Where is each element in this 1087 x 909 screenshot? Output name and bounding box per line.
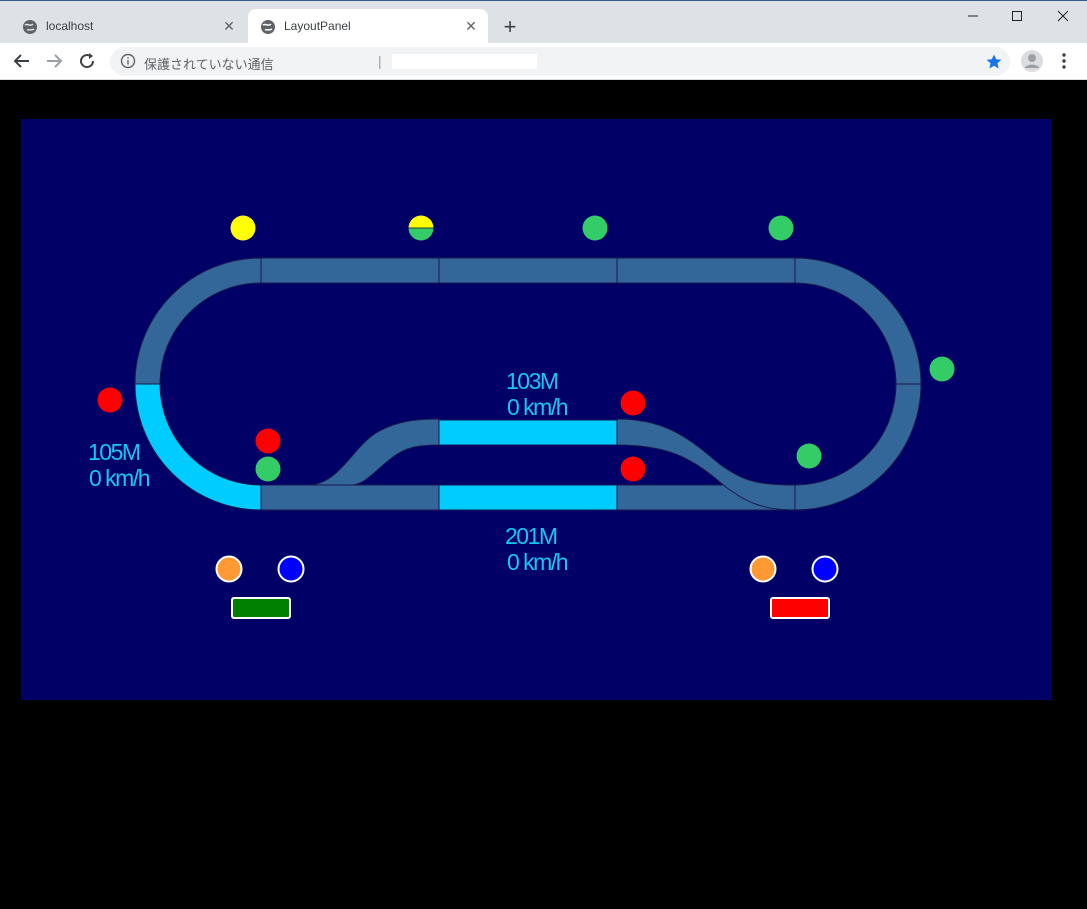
reload-icon (80, 53, 95, 69)
block-name: 103M (506, 368, 559, 394)
kebab-menu-icon (1062, 53, 1066, 69)
track-block-201m[interactable] (438, 484, 618, 511)
globe-icon (23, 20, 37, 34)
close-tab-icon[interactable]: ✕ (223, 17, 235, 34)
close-tab-icon[interactable]: ✕ (465, 17, 477, 34)
orange-button-1[interactable] (215, 555, 243, 583)
kebab-menu-button[interactable] (1054, 49, 1074, 73)
block-name: 105M (88, 439, 141, 465)
signal-inner-right-1[interactable] (620, 390, 646, 416)
reload-button[interactable] (75, 49, 99, 73)
tab-layoutpanel[interactable]: LayoutPanel ✕ (248, 9, 488, 44)
signal-right[interactable] (929, 356, 955, 382)
block-103m-label: 103M 0 km/h (506, 368, 569, 420)
controller-1-indicator[interactable] (231, 597, 291, 619)
signal-left[interactable] (97, 387, 123, 413)
forward-button[interactable] (42, 49, 66, 73)
signal-inner-right-3[interactable] (796, 443, 822, 469)
blue-button-2[interactable] (811, 555, 839, 583)
controller-2-indicator[interactable] (770, 597, 830, 619)
signal-top-2[interactable] (408, 215, 434, 241)
back-button[interactable] (10, 49, 34, 73)
track-block-105m[interactable] (134, 383, 262, 511)
blue-button-1[interactable] (277, 555, 305, 583)
track-segment-top-3[interactable] (616, 257, 796, 284)
signal-inner-right-2[interactable] (620, 456, 646, 482)
url-separator: | (378, 53, 382, 69)
block-name: 201M (505, 523, 558, 549)
block-speed: 0 km/h (89, 465, 151, 491)
arrow-left-icon (13, 54, 29, 68)
track-curve-top-right[interactable] (794, 257, 922, 385)
minimize-button[interactable] (950, 5, 996, 27)
block-speed: 0 km/h (507, 549, 569, 575)
track-block-103m[interactable] (438, 419, 618, 446)
signal-top-3[interactable] (582, 215, 608, 241)
profile-icon[interactable] (1020, 49, 1044, 73)
maximize-icon (1012, 11, 1022, 21)
block-105m-label: 105M 0 km/h (88, 439, 151, 491)
close-icon (1057, 10, 1069, 22)
tab-localhost[interactable]: localhost ✕ (10, 9, 246, 44)
new-tab-button[interactable]: + (503, 14, 517, 39)
track-segment-bottom-1[interactable] (260, 484, 440, 511)
browser-toolbar: 保護されていない通信 | (0, 43, 1087, 80)
maximize-button[interactable] (994, 5, 1040, 27)
info-icon[interactable] (120, 53, 136, 69)
signal-inner-left-1[interactable] (255, 428, 281, 454)
track-segment-top-1[interactable] (260, 257, 440, 284)
minimize-icon (968, 15, 978, 17)
globe-icon (261, 20, 275, 34)
close-window-button[interactable] (1040, 5, 1086, 27)
block-201m-label: 201M 0 km/h (505, 523, 569, 575)
track-curve-top-left[interactable] (134, 257, 262, 385)
page-viewport: 103M 0 km/h 105M 0 km/h 201M 0 km/h (0, 80, 1087, 909)
signal-top-4[interactable] (768, 215, 794, 241)
url-field[interactable] (392, 54, 537, 69)
arrow-right-icon (47, 54, 63, 68)
signal-inner-left-2[interactable] (255, 456, 281, 482)
layout-panel: 103M 0 km/h 105M 0 km/h 201M 0 km/h (21, 119, 1052, 700)
orange-button-2[interactable] (749, 555, 777, 583)
signal-top-1[interactable] (230, 215, 256, 241)
block-speed: 0 km/h (507, 394, 569, 420)
security-status-text: 保護されていない通信 (144, 57, 274, 72)
track-siding-right-curve[interactable] (616, 418, 796, 511)
address-bar[interactable]: 保護されていない通信 | (110, 47, 1010, 76)
track-siding-left-curve[interactable] (306, 418, 440, 486)
track-segment-top-2[interactable] (438, 257, 618, 284)
bookmark-star-icon[interactable] (984, 52, 1004, 72)
track-layout (97, 215, 955, 619)
tab-title: LayoutPanel (284, 19, 351, 33)
tab-bar: localhost ✕ LayoutPanel ✕ + (0, 0, 1087, 44)
tab-title: localhost (46, 19, 94, 33)
